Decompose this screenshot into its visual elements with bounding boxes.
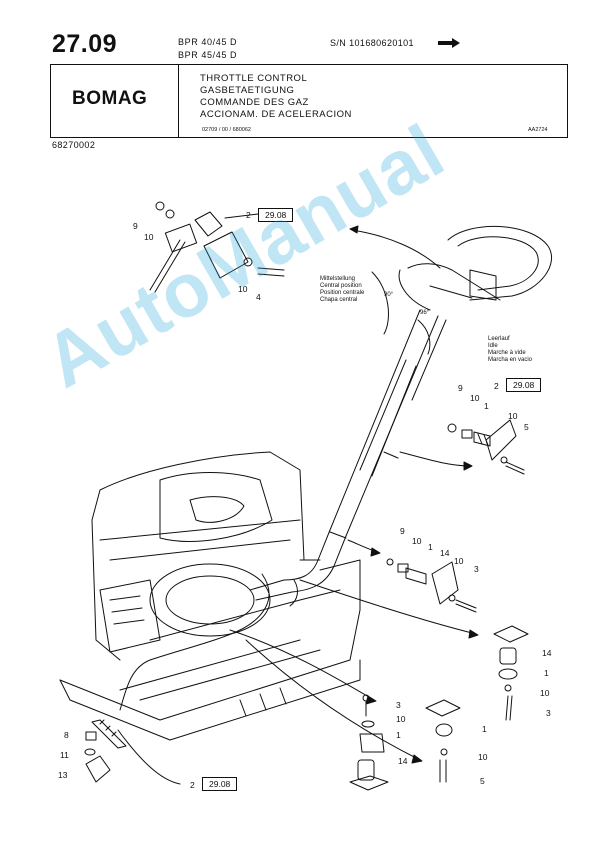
serial-number: S/N 101680620101 [330, 38, 414, 48]
central-position-note: Mittelstellung Central position Position… [320, 276, 365, 303]
callout-10: 10 [144, 232, 154, 242]
callout-10: 10 [508, 411, 518, 421]
callout-9: 9 [458, 383, 463, 393]
callout-14: 14 [542, 648, 552, 658]
part-number: 68270002 [52, 140, 96, 150]
page-number: 27.09 [52, 30, 118, 58]
top-left-assembly [149, 201, 285, 293]
brand-logo: BOMAG [72, 88, 148, 109]
callout-8: 8 [64, 730, 69, 740]
callout-10: 10 [396, 714, 406, 724]
drawing-code: AA2724 [528, 127, 548, 133]
callout-10: 10 [412, 536, 422, 546]
callout-10: 10 [454, 556, 464, 566]
callout-1: 1 [544, 668, 549, 678]
model-line-1: BPR 40/45 D [178, 37, 238, 47]
callout-2: 2 [494, 381, 499, 391]
callout-9: 9 [400, 526, 405, 536]
callout-2: 2 [246, 210, 251, 220]
header-divider [178, 64, 179, 138]
callout-10: 10 [238, 284, 248, 294]
callout-9: 9 [133, 221, 138, 231]
callout-10: 10 [470, 393, 480, 403]
callout-4: 4 [256, 292, 261, 302]
callout-10: 10 [540, 688, 550, 698]
callout-3: 3 [546, 708, 551, 718]
arrow-right-icon [438, 38, 460, 48]
callout-14: 14 [440, 548, 450, 558]
model-line-2: BPR 45/45 D [178, 50, 238, 60]
header-box [50, 64, 568, 138]
ref-box-29-08: 29.08 [258, 208, 294, 222]
callout-3: 3 [396, 700, 401, 710]
callout-3: 3 [474, 564, 479, 574]
angle-90-label: 90° [384, 292, 394, 298]
idle-note: Leerlauf Idle Marche à vide Marcha en va… [488, 336, 533, 363]
ref-code: 02709 / 00 / 680062 [202, 127, 251, 133]
title-es: ACCIONAM. DE ACELERACION [200, 109, 352, 120]
title-en: THROTTLE CONTROL [200, 73, 308, 84]
callout-13: 13 [58, 770, 68, 780]
callout-11: 11 [60, 750, 69, 760]
callout-1: 1 [484, 401, 489, 411]
callout-5: 5 [524, 422, 529, 432]
callout-5: 5 [480, 776, 485, 786]
callout-10: 10 [478, 752, 488, 762]
exploded-diagram [59, 201, 553, 791]
ref-box-29-08: 29.08 [202, 777, 238, 791]
callout-2: 2 [190, 780, 195, 790]
ref-box-29-08: 29.08 [506, 378, 542, 392]
callout-1: 1 [482, 724, 487, 734]
callout-1: 1 [396, 730, 401, 740]
callout-14: 14 [398, 756, 408, 766]
angle-96-label: 96° [420, 310, 430, 316]
callout-1: 1 [428, 542, 433, 552]
title-fr: COMMANDE DES GAZ [200, 97, 309, 108]
guide-bow [398, 225, 553, 311]
machine-body [59, 451, 361, 741]
title-de: GASBETAETIGUNG [200, 85, 295, 96]
